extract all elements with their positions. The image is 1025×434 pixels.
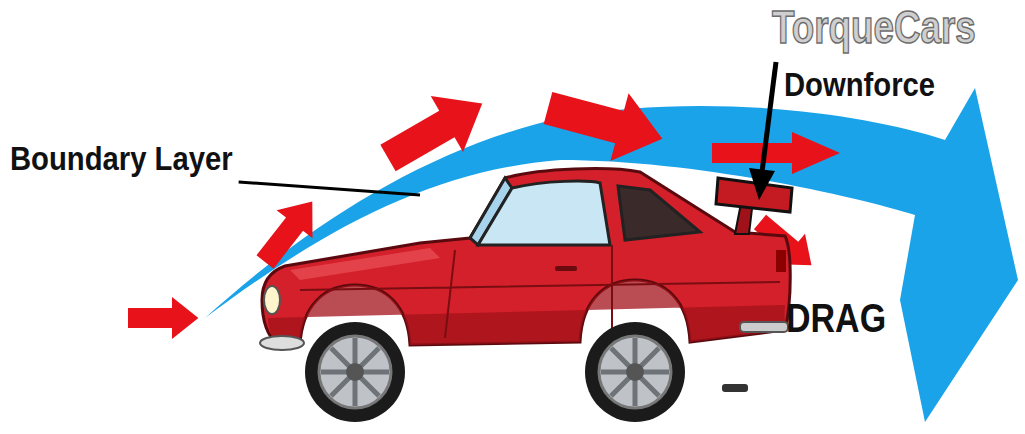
headlight <box>264 286 280 314</box>
car-body <box>262 169 790 345</box>
rear-bumper <box>740 322 788 332</box>
exhaust-pipe <box>722 384 748 392</box>
front-bumper <box>260 336 304 350</box>
leader-line <box>239 182 420 195</box>
rim <box>599 336 671 408</box>
arrow-shaft <box>762 62 776 172</box>
side-window <box>478 181 610 245</box>
downforce-arrow <box>749 62 776 200</box>
flow-arrow <box>372 76 499 186</box>
flow-arrow <box>712 132 840 174</box>
hub <box>346 363 364 381</box>
flow-arrow <box>539 74 672 173</box>
door-line <box>300 245 780 338</box>
spokes <box>601 338 669 406</box>
rim <box>319 336 391 408</box>
rear-wheel <box>585 322 685 422</box>
body-highlight <box>290 248 440 280</box>
tail-light <box>776 250 786 272</box>
door-handle <box>555 266 577 271</box>
tyre <box>305 322 405 422</box>
front-wheel <box>305 322 405 422</box>
flow-arrow <box>128 297 198 339</box>
rear-window <box>618 186 700 240</box>
tyre <box>585 322 685 422</box>
downforce-label: Downforce <box>784 66 935 103</box>
boundary-layer-label: Boundary Layer <box>10 140 233 177</box>
hub <box>626 363 644 381</box>
spokes <box>321 338 389 406</box>
car <box>260 169 792 422</box>
arrow-head <box>749 168 775 200</box>
drag-label: DRAG <box>786 296 886 340</box>
watermark: TorqueCars <box>772 2 976 53</box>
